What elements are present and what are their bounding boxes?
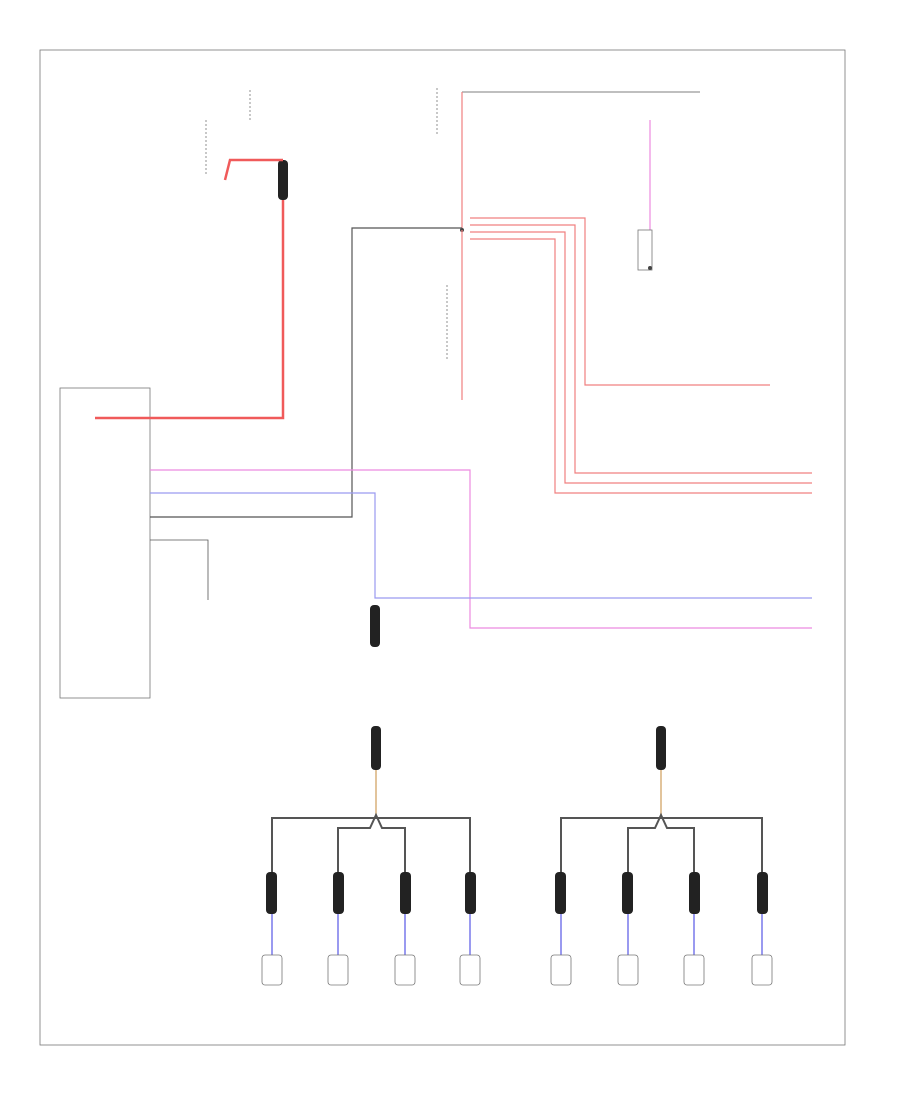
red-wire-to-sensor	[470, 217, 770, 386]
ecm-ground-wire	[150, 539, 209, 600]
diagram-frame	[39, 49, 846, 1046]
red-wire-right-3	[470, 238, 812, 494]
left-fuse-group	[205, 90, 288, 200]
center-fuse-group	[436, 88, 700, 400]
gray-ground-wire	[150, 227, 462, 518]
center-harness-connector	[370, 605, 380, 647]
red-wire-right-1	[470, 224, 812, 474]
left-injector-group	[261, 726, 481, 986]
right-injector-group	[550, 726, 773, 986]
control-module-box	[59, 387, 151, 699]
blue-signal-wire	[150, 492, 812, 599]
left-harness-connector	[278, 160, 288, 200]
red-wire-right-2	[470, 231, 812, 484]
pink-signal-wire	[150, 469, 812, 629]
red-fuse-wire	[223, 158, 283, 181]
right-fuse-group	[637, 120, 653, 271]
red-power-wire	[95, 200, 285, 420]
